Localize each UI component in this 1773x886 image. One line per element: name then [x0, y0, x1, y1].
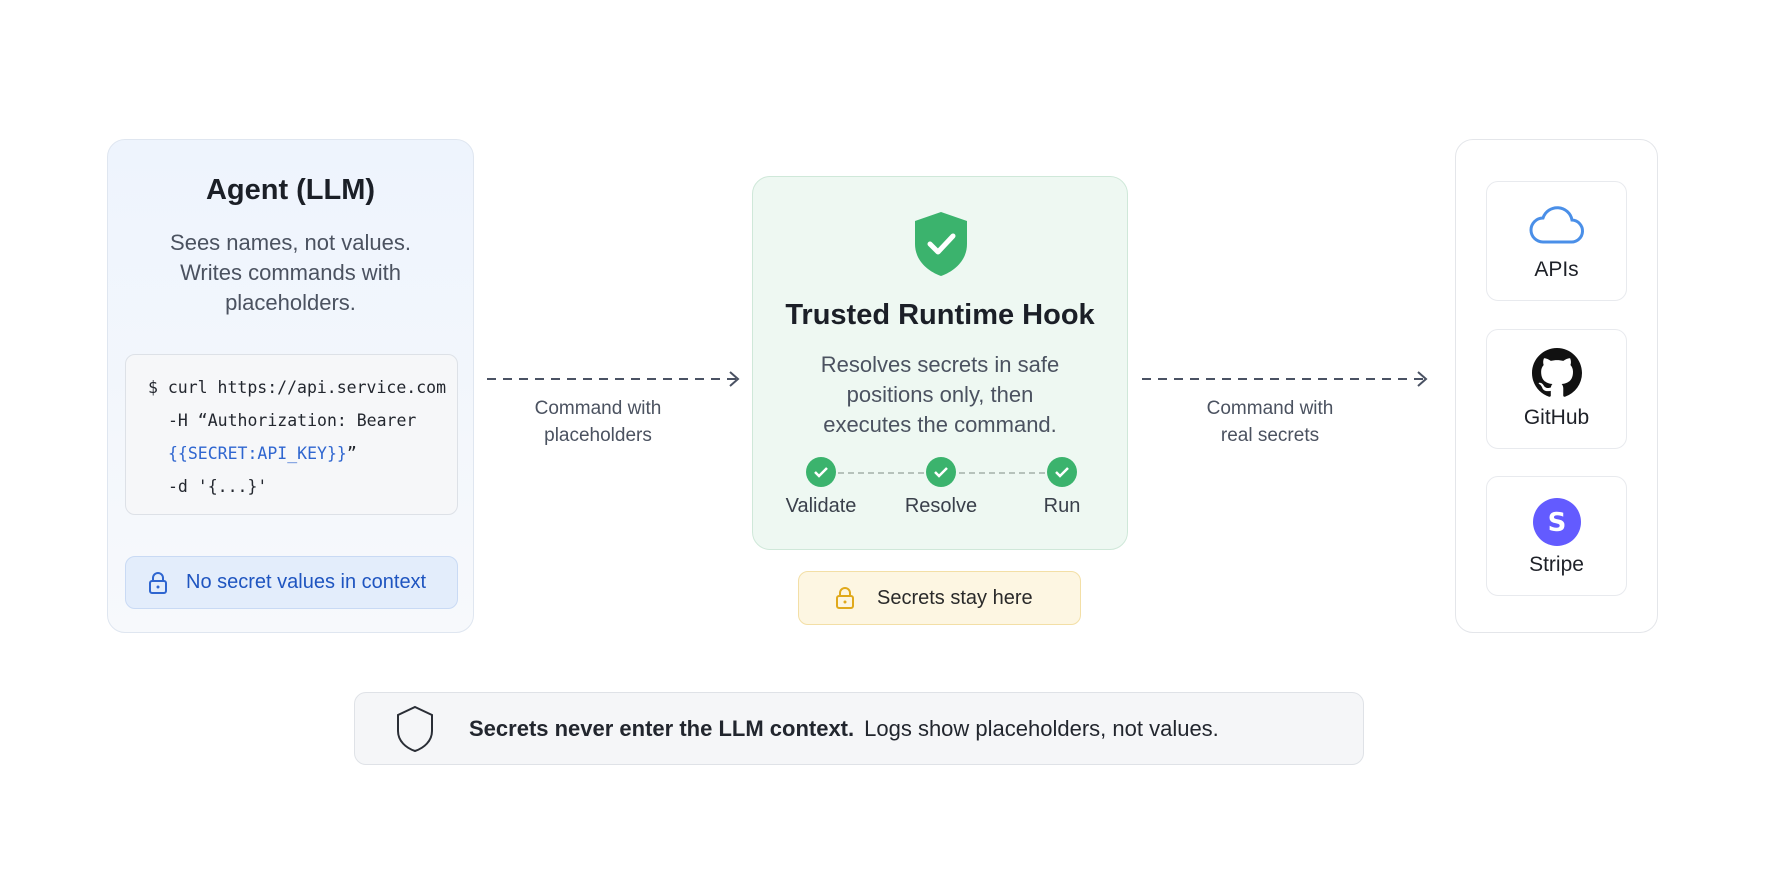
arrow-to-hook — [487, 371, 740, 387]
code-line: {{SECRET:API_KEY}}” — [148, 437, 457, 470]
desc-line: placeholders. — [225, 290, 356, 315]
code-quote: ” — [346, 444, 357, 463]
code-line: -d '{...}' — [168, 477, 268, 496]
agent-card: Agent (LLM) Sees names, not values. Writ… — [107, 139, 474, 633]
agent-description: Sees names, not values. Writes commands … — [108, 228, 473, 318]
arrow1-label: Command with placeholders — [498, 395, 698, 449]
runtime-hook-card: Trusted Runtime Hook Resolves secrets in… — [752, 176, 1128, 550]
check-icon — [806, 457, 836, 487]
service-apis: APIs — [1486, 181, 1627, 301]
service-label: Stripe — [1529, 553, 1584, 576]
lock-icon — [836, 587, 854, 609]
step-run: Run — [1012, 457, 1112, 518]
hook-title: Trusted Runtime Hook — [785, 299, 1095, 331]
arrow2-label: Command with real secrets — [1170, 395, 1370, 449]
step-connector — [838, 472, 924, 474]
service-label: GitHub — [1523, 406, 1590, 429]
arrow-to-services — [1142, 371, 1428, 387]
no-secrets-badge: No secret values in context — [125, 556, 458, 609]
badge-label: Secrets stay here — [877, 586, 1033, 609]
step-label: Resolve — [904, 495, 978, 517]
service-stripe: S Stripe — [1486, 476, 1627, 596]
check-icon — [926, 457, 956, 487]
footer-bold-text: Secrets never enter the LLM context. — [469, 715, 855, 741]
desc-line: executes the command. — [823, 412, 1057, 437]
label-line: placeholders — [544, 425, 652, 446]
label-line: Command with — [534, 398, 662, 419]
secrets-stay-badge: Secrets stay here — [798, 571, 1081, 625]
code-line: $ curl https://api.service.com — [148, 378, 447, 397]
service-label: APIs — [1534, 258, 1579, 281]
shield-check-icon — [915, 212, 967, 276]
step-resolve: Resolve — [891, 457, 991, 518]
github-icon — [1531, 348, 1582, 397]
step-validate: Validate — [771, 457, 871, 518]
service-github: GitHub — [1486, 329, 1627, 449]
services-panel: APIs GitHub S Stripe — [1455, 139, 1658, 633]
desc-line: Resolves secrets in safe — [820, 352, 1060, 377]
shield-icon — [397, 705, 433, 752]
step-label: Run — [1043, 495, 1081, 517]
svg-text:S: S — [1547, 508, 1566, 538]
desc-line: positions only, then — [846, 382, 1034, 407]
check-icon — [1047, 457, 1077, 487]
hook-steps: Validate Resolve Run — [783, 457, 1099, 517]
cloud-icon — [1529, 206, 1584, 244]
desc-line: Writes commands with — [180, 260, 401, 285]
command-code-block: $ curl https://api.service.com -H “Autho… — [125, 354, 458, 515]
label-line: real secrets — [1220, 425, 1320, 446]
desc-line: Sees names, not values. — [170, 230, 411, 255]
step-connector — [959, 472, 1045, 474]
step-label: Validate — [785, 495, 857, 517]
footer-text: Logs show placeholders, not values. — [864, 715, 1219, 741]
agent-title: Agent (LLM) — [205, 174, 376, 206]
badge-label: No secret values in context — [186, 571, 427, 593]
stripe-icon: S — [1532, 498, 1581, 546]
hook-description: Resolves secrets in safe positions only,… — [753, 350, 1127, 440]
lock-icon — [149, 571, 167, 594]
code-line: -H “Authorization: Bearer — [168, 411, 417, 430]
secret-placeholder: {{SECRET:API_KEY}} — [168, 444, 347, 463]
label-line: Command with — [1206, 398, 1334, 419]
footer-note: Secrets never enter the LLM context. Log… — [354, 692, 1364, 765]
